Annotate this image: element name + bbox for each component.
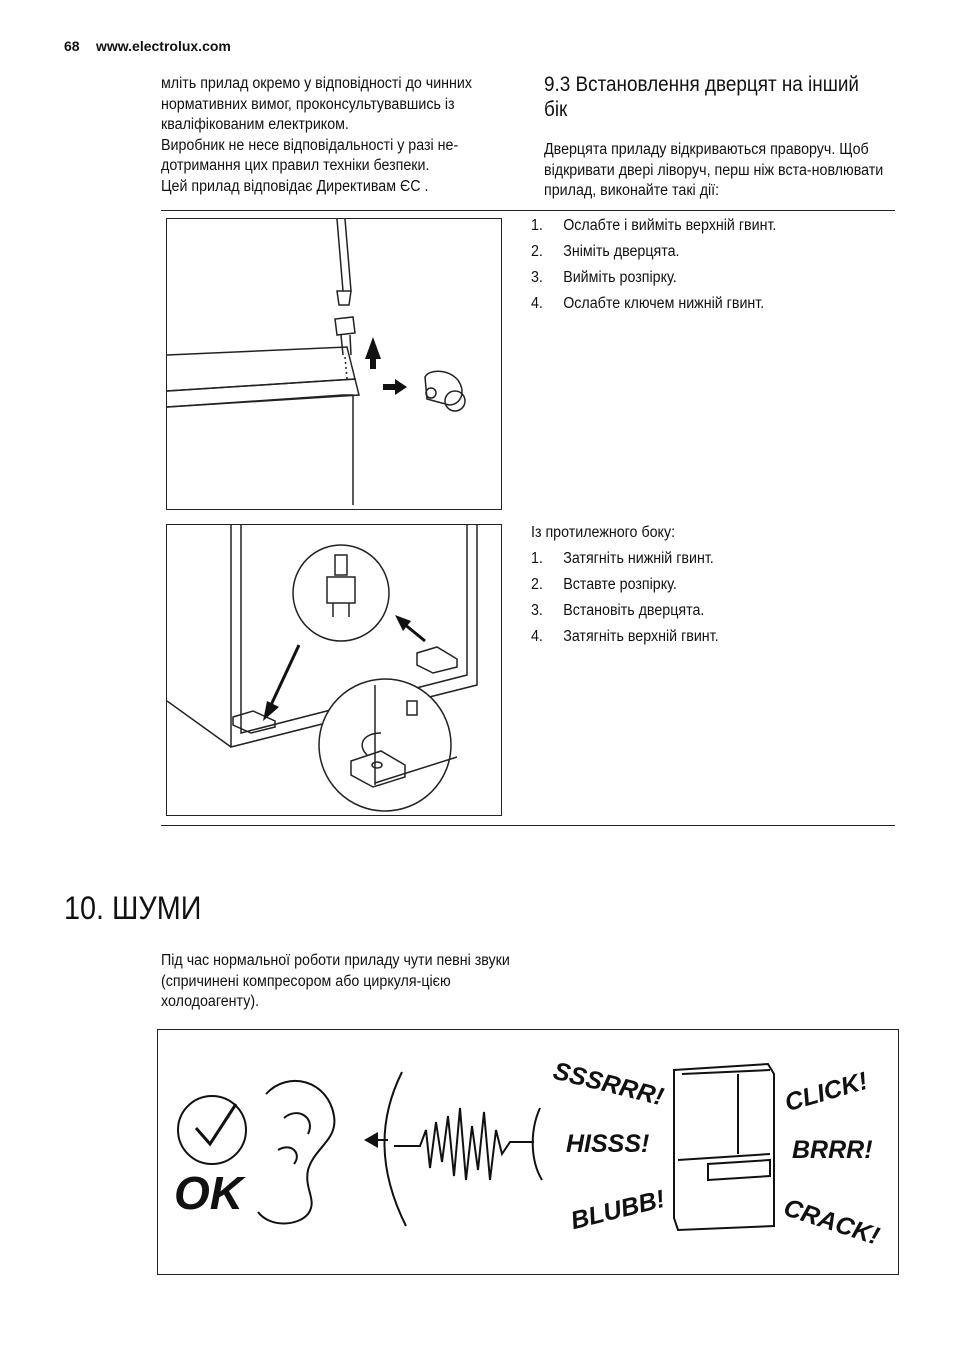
list-item: 4.Ослабте ключем нижній гвинт. [531,295,765,312]
figure-install-other-side [166,524,502,816]
fridge-icon [673,1062,775,1232]
paragraph-3: Цей прилад відповідає Директивам ЄС . [161,177,429,195]
hinge-install-illustration [166,525,478,812]
site-url: www.electrolux.com [96,38,231,54]
hinge-removal-illustration [166,218,466,505]
section-number: 9.3 [544,73,571,96]
section-intro: Дверцята приладу відкриваються праворуч.… [544,141,884,199]
sound-hisss: HISSS! [566,1130,650,1158]
paragraph-1: мліть прилад окремо у відповідності до ч… [161,75,473,133]
noise-illustration [177,1062,775,1232]
sound-brrr: BRRR! [792,1136,873,1164]
figure-remove-door [166,218,502,510]
list-item: 1.Затягніть нижній гвинт. [531,550,714,567]
chapter-number: 10. [64,890,105,926]
list-item: 4.Затягніть верхній гвинт. [531,628,719,645]
section-title: 9.3 Встановлення дверцят на інший бік [544,72,886,122]
steps-remove-list: 1.Ослабте і вийміть верхній гвинт. 2.Зні… [531,216,899,320]
check-icon [177,1095,247,1165]
page-number: 68 [64,38,80,54]
section-heading: Встановлення дверцят на інший бік [544,73,859,121]
list-item: 3.Встановіть дверцята. [531,602,705,619]
divider-bottom [161,825,895,826]
list-item: 3.Вийміть розпірку. [531,269,677,286]
list-item: 2.Зніміть дверцята. [531,243,680,260]
chapter-title: 10. ШУМИ [64,890,201,927]
list-item: 2.Вставте розпірку. [531,576,677,593]
steps-install-heading: Із протилежного боку: [531,524,676,541]
noise-figure: OK SSSRRR! HISSS! BLUBB! CLICK! BRRR! CR… [157,1029,899,1275]
left-column-text: мліть прилад окремо у відповідності до ч… [161,74,520,197]
steps-install-list: 1.Затягніть нижній гвинт. 2.Вставте розп… [531,549,899,653]
ok-label: OK [174,1167,243,1219]
paragraph-2: Виробник не несе відповідальності у разі… [161,136,459,175]
chapter-heading: ШУМИ [112,890,202,926]
noise-paragraph: Під час нормальної роботи приладу чути п… [161,952,510,1010]
list-item: 1.Ослабте і вийміть верхній гвинт. [531,217,777,234]
divider-top [161,210,895,211]
